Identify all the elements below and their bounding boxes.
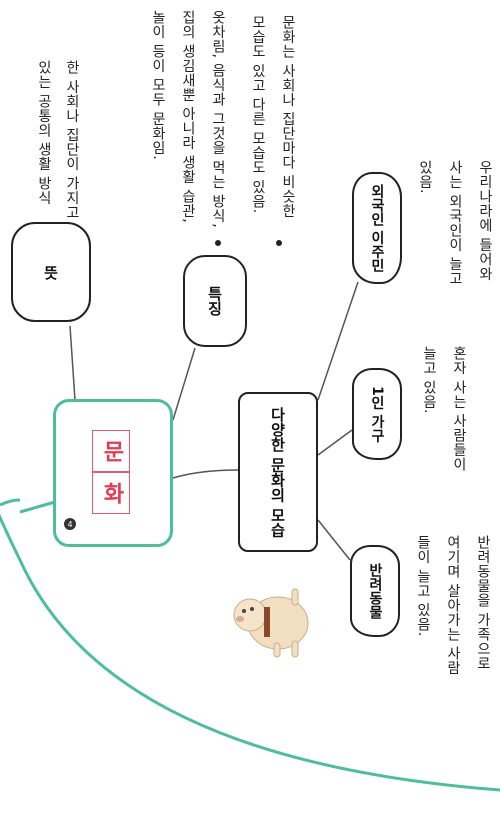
central-char-2: 화 — [92, 472, 130, 514]
pet-node: 반려동물 — [350, 545, 400, 637]
pet-text: 반려동물을 가족으로 여기며 살아가는 사람 들이 늘고 있음. — [415, 535, 491, 676]
outer-arc — [0, 513, 500, 792]
feature-text-1: 옷차림, 음식과 그것을 먹는 방식, 집의 생김새뿐 아니라 생활 습관, 놀… — [150, 10, 226, 229]
pet-label: 반려동물 — [367, 563, 383, 619]
dog-illustration-icon — [233, 588, 309, 658]
meaning-text: 한 사회나 집단이 가지고 있는 공통의 생활 방식 — [36, 60, 80, 220]
single-household-text: 혼자 사는 사람들이 늘고 있음. — [421, 346, 467, 472]
diverse-culture-label: 다양한 문화의 모습 — [268, 406, 287, 538]
arc-top — [0, 498, 21, 507]
bullet-icon — [276, 240, 282, 246]
central-node: 문 화 4 — [53, 399, 173, 547]
foreign-text: 우리나라에 들어와 사는 외국인이 늘고 있음. — [417, 160, 493, 286]
number-badge: 4 — [64, 518, 76, 530]
bullet-icon — [215, 240, 221, 246]
single-household-node: 1인 가구 — [352, 368, 402, 460]
central-char-1: 문 — [92, 430, 130, 472]
diverse-culture-node: 다양한 문화의 모습 — [238, 392, 318, 552]
meaning-label: 뜻 — [41, 264, 60, 280]
foreign-node: 외국인 이주민 — [352, 172, 402, 284]
feature-text-2: 문화는 사회나 집단마다 비슷한 모습도 있고 다른 모습도 있음. — [250, 15, 296, 219]
meaning-node: 뜻 — [11, 222, 91, 322]
single-household-label: 1인 가구 — [369, 385, 385, 443]
foreign-label: 외국인 이주민 — [369, 183, 385, 273]
feature-node: 특징 — [183, 255, 247, 347]
feature-label: 특징 — [205, 286, 224, 316]
